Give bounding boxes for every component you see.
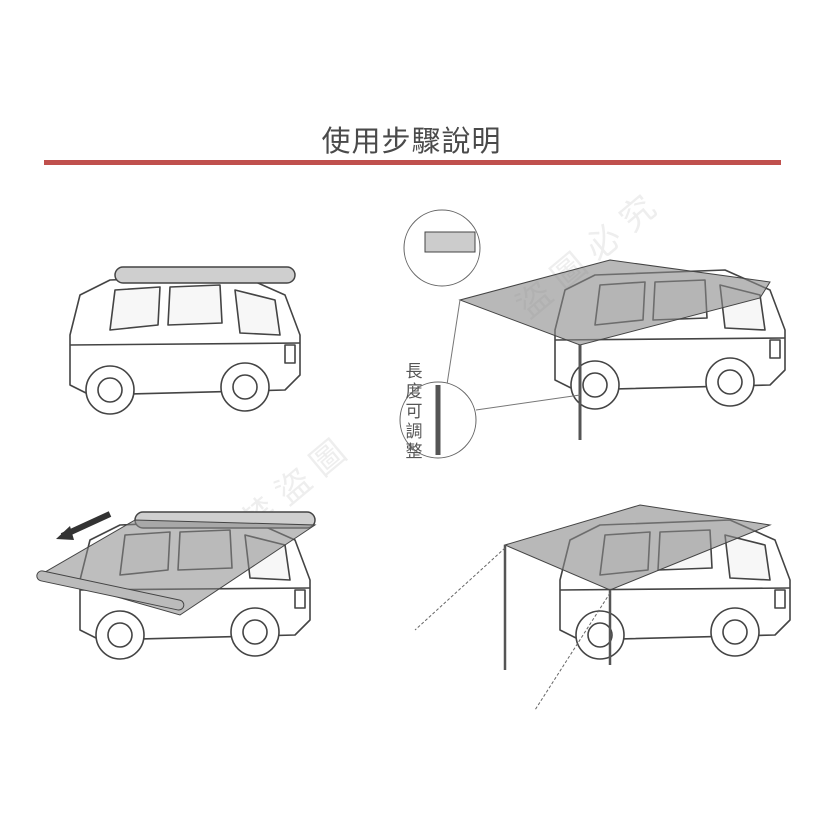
title-divider bbox=[44, 160, 781, 165]
page-title: 使用步驟說明 bbox=[321, 124, 502, 158]
step-1-illustration bbox=[69, 266, 301, 415]
car-illustration bbox=[69, 274, 301, 415]
adjustable-length-label: 長度可調整 bbox=[405, 362, 423, 462]
guy-rope bbox=[534, 592, 611, 711]
awning-fabric bbox=[458, 259, 771, 346]
step-2-illustration bbox=[36, 511, 317, 660]
rolled-awning bbox=[114, 266, 296, 284]
guy-rope bbox=[414, 547, 506, 631]
